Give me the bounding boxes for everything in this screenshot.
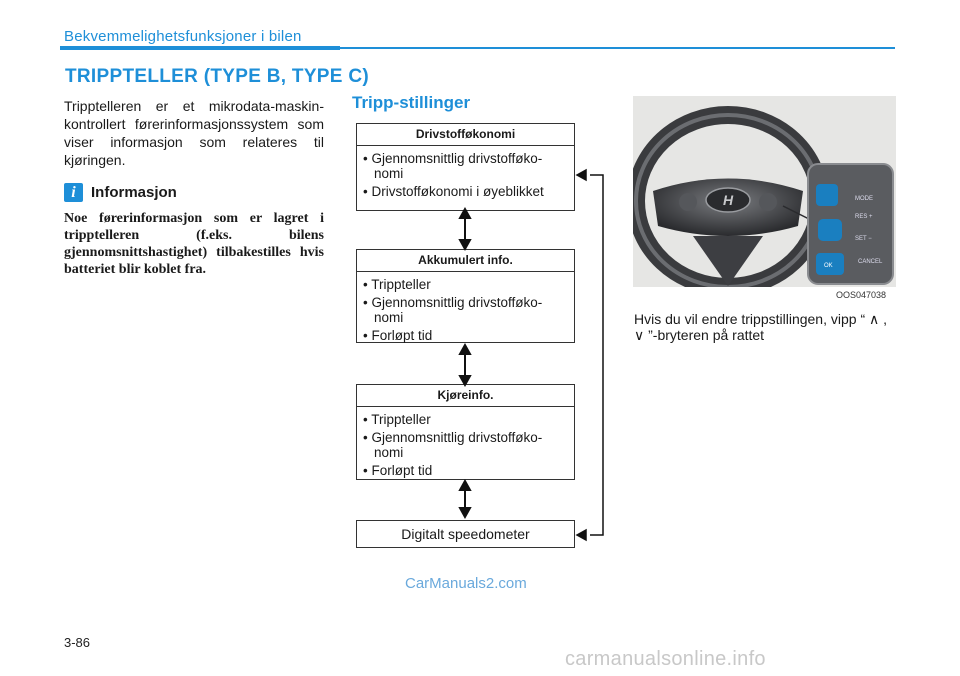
mode-box-digital-speedometer: Digitalt speedometer [356, 520, 575, 548]
footer-watermark: carmanualsonline.info [565, 648, 766, 670]
mode-box-accumulated-info: Akkumulert info. • Trippteller • Gjennom… [356, 249, 575, 343]
cancel-button-label: CANCEL [858, 259, 883, 265]
tripp-title: Tripp-stillinger [352, 93, 471, 112]
page-number: 3-86 [64, 635, 91, 650]
image-code: OOS047038 [836, 290, 887, 300]
list-item: • Forløpt tid [363, 463, 433, 478]
list-item: • Trippteller [363, 412, 431, 427]
watermark: CarManuals2.com [405, 575, 527, 592]
steering-wheel-photo: H MODE RES + SET − OK CANCEL [633, 96, 896, 287]
list-item: • Trippteller [363, 277, 431, 292]
mode-box-fuel-economy: Drivstofføkonomi • Gjennomsnittlig drivs… [356, 123, 575, 211]
loop-arrow [575, 168, 604, 542]
mode-heading: Kjøreinfo. [357, 385, 574, 407]
res-button-label: RES + [855, 214, 873, 220]
section-label: Bekvemmelighetsfunksjoner i bilen [64, 28, 302, 45]
info-text: Noe førerinformasjon som er lagret i tri… [64, 211, 324, 277]
list-item: • Gjennomsnittlig drivstofføko-nomi [363, 151, 543, 181]
svg-text:H: H [723, 192, 734, 208]
mode-button-label: MODE [855, 196, 873, 202]
info-title: Informasjon [91, 184, 177, 201]
caption-text: Hvis du vil endre trippstillingen, vipp … [634, 311, 888, 343]
page-title: TRIPPTELLER (TYPE B, TYPE C) [65, 66, 369, 87]
list-item: • Drivstofføkonomi i øyeblikket [363, 184, 544, 199]
list-item: • Gjennomsnittlig drivstofføko-nomi [363, 430, 543, 460]
steering-wheel-icon: H MODE RES + SET − OK CANCEL [633, 96, 896, 287]
intro-text: Trippteller­en er et mikrodata-maskin-ko… [64, 98, 324, 168]
flow-arrows [458, 206, 472, 520]
mode-heading: Akkumulert info. [357, 250, 574, 272]
mode-heading: Drivstofføkonomi [357, 124, 574, 146]
set-button-label: SET − [855, 236, 872, 242]
ok-button-label: OK [824, 263, 833, 269]
info-icon: i [64, 183, 83, 202]
list-item: • Gjennomsnittlig drivstofføko-nomi [363, 295, 543, 325]
header-accent-bar [60, 46, 340, 50]
header-rule [340, 47, 895, 49]
mode-box-drive-info: Kjøreinfo. • Trippteller • Gjennomsnittl… [356, 384, 575, 480]
list-item: • Forløpt tid [363, 328, 433, 343]
